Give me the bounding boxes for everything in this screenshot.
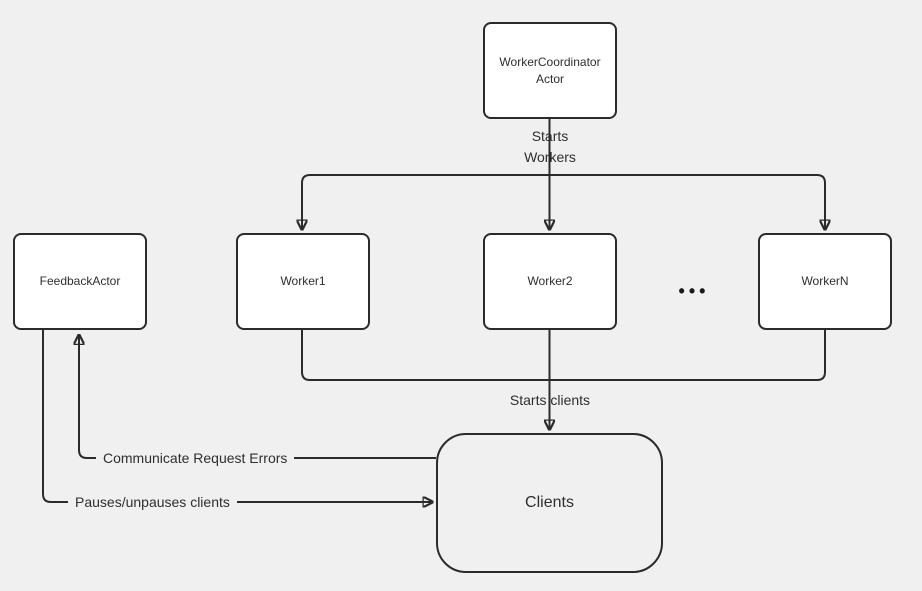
edge-workerN-merge xyxy=(549,330,826,381)
node-workerN-label: WorkerN xyxy=(801,274,849,289)
node-worker1-label: Worker1 xyxy=(280,274,326,289)
edge-worker1-merge xyxy=(301,330,550,381)
node-worker-coordinator-actor-label: WorkerCoordinator Actor xyxy=(499,55,601,86)
edge-clients-to-feedback xyxy=(79,336,436,459)
node-clients-label: Clients xyxy=(525,494,574,512)
node-worker-coordinator-actor: WorkerCoordinator Actor xyxy=(483,22,617,119)
node-clients: Clients xyxy=(436,433,663,573)
edge-label-starts-clients: Starts clients xyxy=(509,392,591,408)
node-worker2: Worker2 xyxy=(483,233,617,330)
edge-label-communicate-request-errors: Communicate Request Errors xyxy=(96,448,295,468)
edge-coordinator-to-worker1 xyxy=(302,174,550,229)
edge-coordinator-to-workerN xyxy=(549,174,826,229)
edge-label-starts-workers: Starts Workers xyxy=(524,128,576,165)
node-worker1: Worker1 xyxy=(236,233,370,330)
edge-feedback-to-clients xyxy=(42,330,432,502)
workers-ellipsis: ••• xyxy=(678,281,710,301)
node-workerN: WorkerN xyxy=(758,233,892,330)
node-feedback-actor-label: FeedbackActor xyxy=(39,274,121,289)
node-worker2-label: Worker2 xyxy=(527,274,573,289)
node-feedback-actor: FeedbackActor xyxy=(13,233,147,330)
edge-label-pauses-unpauses-clients: Pauses/unpauses clients xyxy=(68,492,237,512)
